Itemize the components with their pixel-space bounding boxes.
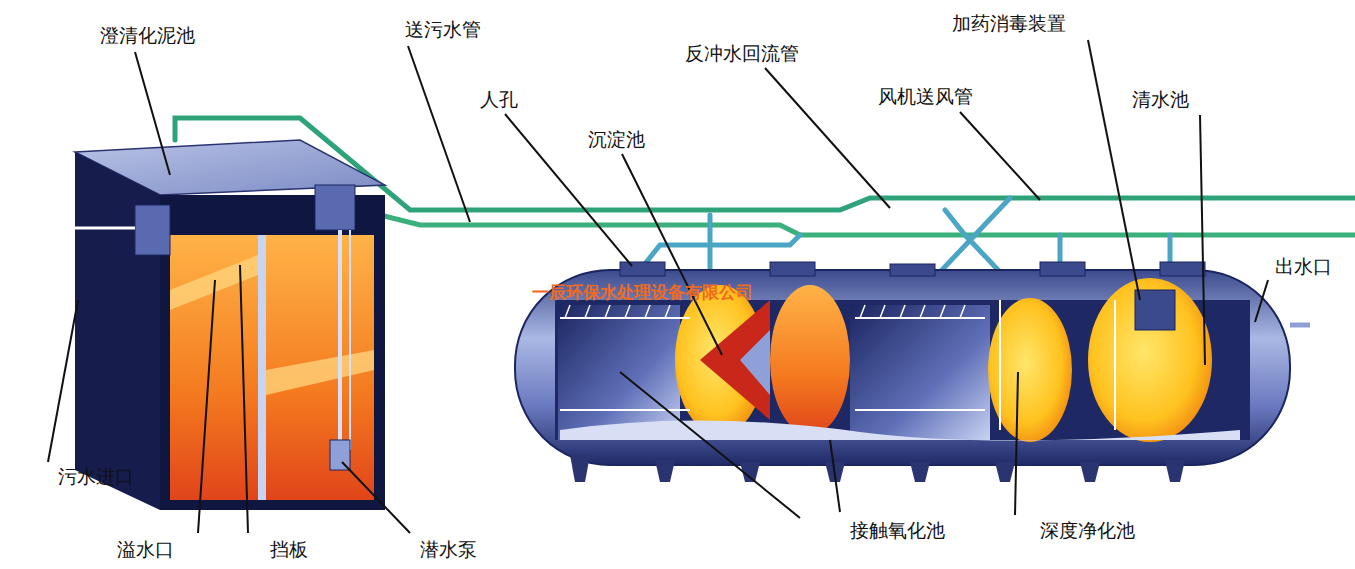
part-name: 污水进口 bbox=[58, 465, 134, 488]
watermark: 一辰环保水处理设备有限公司 bbox=[532, 282, 753, 302]
part-name: 人孔 bbox=[480, 88, 518, 111]
part-name: 挡板 bbox=[270, 538, 308, 561]
part-name: 澄清化泥池 bbox=[100, 24, 195, 47]
part-name: 沉淀池 bbox=[588, 128, 645, 151]
part-name: 清水池 bbox=[1132, 88, 1189, 111]
part-name: 出水口 bbox=[1275, 255, 1332, 278]
part-name: 潜水泵 bbox=[420, 538, 477, 561]
part-name: 接触氧化池 bbox=[850, 519, 945, 542]
part-name: 加药消毒装置 bbox=[952, 12, 1066, 35]
part-name: 深度净化池 bbox=[1040, 519, 1135, 542]
part-name: 反冲水回流管 bbox=[685, 42, 799, 65]
part-name: 送污水管 bbox=[405, 18, 481, 41]
part-name: 溢水口 bbox=[117, 538, 174, 561]
part-name: 风机送风管 bbox=[878, 85, 973, 108]
